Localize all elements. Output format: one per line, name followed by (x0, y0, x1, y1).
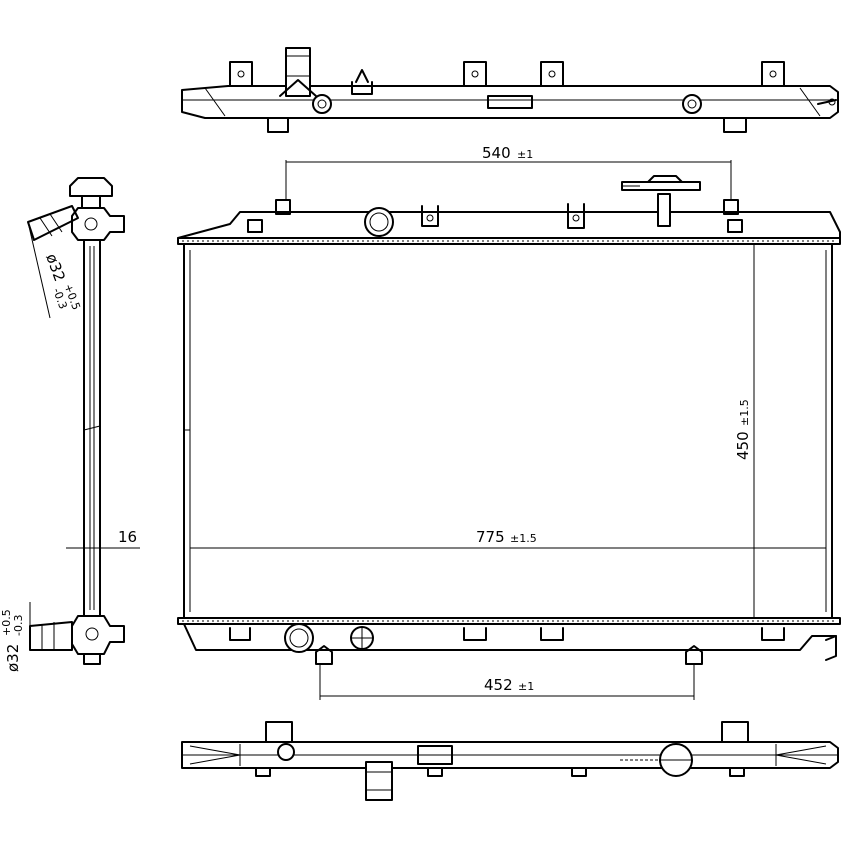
radiator-cap (621, 175, 701, 227)
bottom-view (181, 721, 839, 801)
lower-locator-pin (685, 645, 703, 665)
top-view (181, 47, 839, 133)
lower-locator-pin (315, 645, 333, 665)
dim-450-value: 450 (734, 431, 752, 460)
upper-tab (727, 219, 743, 233)
dim-450-tolerance: ±1.5 (738, 399, 751, 426)
top-view-inlet-neck (279, 47, 317, 97)
dim-inlet-diameter: ø32 +0.5 -0.3 (42, 251, 83, 311)
core (183, 243, 833, 619)
dim-775-value: 775 (476, 528, 505, 546)
side-view (27, 177, 125, 665)
top-view-fitting (351, 69, 373, 95)
outlet-diameter-tol-upper: +0.5 (0, 609, 13, 636)
lower-tabs (229, 627, 785, 641)
drain-plug (350, 626, 374, 650)
dim-775: 775 ±1.5 (476, 528, 537, 546)
dimension-lines (66, 160, 826, 700)
dim-452: 452 ±1 (484, 676, 534, 694)
dim-450: 450 ±1.5 (734, 399, 752, 460)
dim-540-tolerance: ±1 (517, 148, 533, 161)
dim-16-value: 16 (118, 528, 137, 546)
dim-452-value: 452 (484, 676, 513, 694)
lower-outlet (284, 623, 314, 653)
dim-540: 540 ±1 (482, 144, 533, 162)
top-view-plate (487, 95, 533, 109)
top-view-bolt (682, 94, 702, 114)
upper-locator-pin (275, 199, 291, 215)
upper-bracket (567, 203, 585, 229)
front-view (177, 175, 841, 665)
bottom-view-cap (620, 743, 693, 777)
upper-inlet (364, 207, 394, 237)
upper-bracket (421, 205, 439, 227)
upper-tab (247, 219, 263, 233)
dim-775-tolerance: ±1.5 (510, 532, 537, 545)
outlet-diameter-value: ø32 (4, 644, 22, 672)
dim-16: 16 (118, 528, 137, 546)
dim-540-value: 540 (482, 144, 511, 162)
top-view-bolt (312, 94, 332, 114)
bottom-view-plate (417, 745, 453, 765)
dim-452-tolerance: ±1 (518, 680, 534, 693)
inlet-diameter-value: ø32 (42, 251, 69, 284)
outlet-diameter-tol-lower: -0.3 (12, 615, 25, 636)
top-view-tabs (229, 61, 785, 87)
dim-outlet-diameter: ø32 +0.5 -0.3 (0, 609, 25, 672)
bottom-view-outlet-neck (365, 761, 393, 801)
